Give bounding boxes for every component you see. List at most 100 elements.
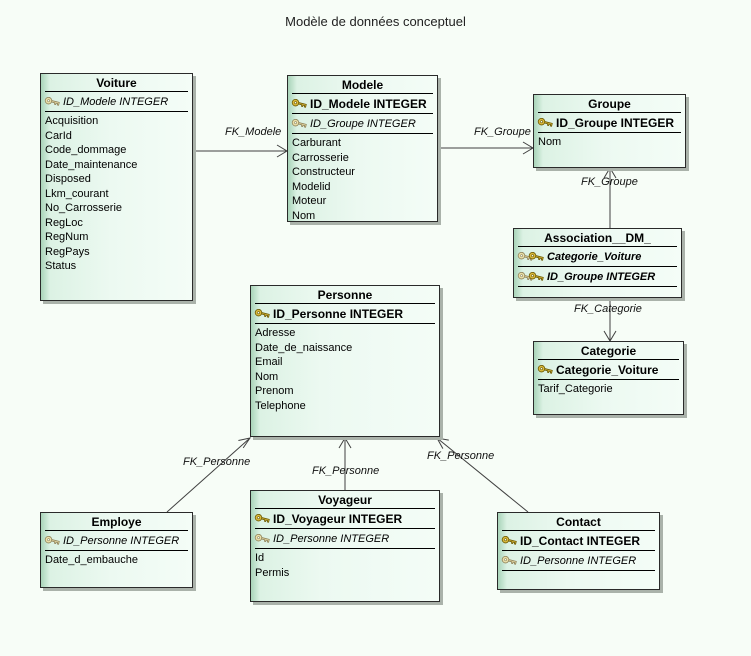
entity-contact[interactable]: Contact ID_Contact INTEGER ID_Personne I… [497,512,660,590]
key-row: ID_Groupe INTEGER [514,267,681,286]
attribute: Telephone [255,399,306,412]
attribute: CarId [45,129,72,142]
attribute: Permis [255,566,290,579]
key-row: ID_Modele INTEGER [288,94,437,113]
attribute: Date_de_naissance [255,341,353,354]
key-row: ID_Personne INTEGER [251,529,439,548]
entity-employe[interactable]: Employe ID_Personne INTEGER Date_d_embau… [40,512,193,588]
relation-label-fk-personne-3: FK_Personne [427,450,495,462]
key-label: ID_Groupe INTEGER [547,270,656,283]
foreign-key-icon [501,555,517,565]
attribute: RegLoc [45,216,83,229]
divider [255,508,435,509]
relation-line-fk-groupe-association[interactable] [603,167,617,228]
attribute: Code_dommage [45,144,127,156]
primary-key-icon [291,98,307,108]
primary-key-icon [501,535,517,545]
divider [538,359,679,360]
key-label: ID_Groupe INTEGER [310,117,416,130]
entity-association-dm[interactable]: Association__DM_ Categorie_Voiture ID_Gr… [513,228,682,298]
divider [518,266,677,267]
attribute: RegPays [45,245,90,258]
entity-employe-name: Employe [91,515,142,529]
primary-key-icon [254,513,270,523]
foreign-key-icon [517,251,533,261]
divider [538,379,679,380]
relation-label-fk-categorie: FK_Categorie [574,303,642,315]
key-label: ID_Contact INTEGER [520,533,641,548]
foreign-key-icon [291,118,307,128]
entity-personne[interactable]: Personne ID_Personne INTEGER Adresse Dat… [250,285,440,437]
foreign-key-icon [254,533,270,543]
key-row: ID_Modele INTEGER [41,92,192,111]
entity-voyageur-name: Voyageur [318,493,372,507]
relation-label-fk-modele: FK_Modele [225,126,282,138]
entity-voiture-name: Voiture [96,76,137,90]
divider [255,548,435,549]
primary-key-icon [254,308,270,318]
divider [292,133,433,134]
key-label: ID_Modele INTEGER [63,95,169,108]
key-label: ID_Groupe INTEGER [556,115,675,130]
attribute: Moteur [292,195,327,207]
divider [518,286,677,287]
divider [538,112,681,113]
attribute: Carrosserie [292,151,349,164]
attribute: Nom [292,209,316,222]
entity-groupe-name: Groupe [588,97,631,111]
attribute: Id [255,552,265,564]
attribute-list: Tarif_Categorie [534,380,683,397]
relation-line-fk-groupe-modele[interactable] [438,141,534,155]
divider [255,528,435,529]
relation-label-fk-personne-2: FK_Personne [312,465,380,477]
key-row: ID_Personne INTEGER [498,551,659,570]
key-row: ID_Personne INTEGER [41,531,192,550]
relation-line-fk-personne-voyageur[interactable] [338,437,352,490]
entity-voiture[interactable]: Voiture ID_Modele INTEGER Acquisition Ca… [40,73,193,301]
primary-key-icon [528,251,544,261]
diagram-title: Modèle de données conceptuel [285,14,466,29]
key-row: ID_Voyageur INTEGER [251,509,439,528]
foreign-key-icon [44,96,60,106]
divider [518,246,677,247]
relation-line-fk-personne-employe[interactable] [166,437,252,513]
attribute: Modelid [292,180,331,193]
attribute: Prenom [255,385,294,397]
attribute: Adresse [255,327,296,339]
attribute-list: Acquisition CarId Code_dommage Date_main… [41,112,192,274]
key-label: ID_Personne INTEGER [273,306,404,321]
key-row: Categorie_Voiture [534,360,683,379]
attribute-list: Carburant Carrosserie Constructeur Model… [288,134,437,222]
relation-line-fk-modele[interactable] [193,144,288,158]
key-label: ID_Personne INTEGER [273,532,390,545]
primary-key-icon [537,364,553,374]
divider [45,111,188,112]
attribute-list: Id Permis [251,549,439,580]
attribute: Constructeur [292,166,355,178]
entity-categorie[interactable]: Categorie Categorie_Voiture Tarif_Catego… [533,341,684,415]
key-label: ID_Personne INTEGER [520,554,637,567]
divider [292,93,433,94]
entity-modele[interactable]: Modele ID_Modele INTEGER ID_Groupe INTEG… [287,75,438,222]
attribute: Disposed [45,173,91,185]
divider [45,530,188,531]
entity-voyageur[interactable]: Voyageur ID_Voyageur INTEGER ID_Personne… [250,490,440,602]
relation-line-fk-personne-contact[interactable] [436,437,529,513]
key-label: ID_Modele INTEGER [310,96,427,111]
attribute: Tarif_Categorie [538,383,613,395]
attribute: RegNum [45,231,89,243]
entity-modele-name: Modele [341,78,384,92]
foreign-key-icon [44,535,60,545]
divider [502,550,655,551]
key-label: ID_Personne INTEGER [63,534,180,547]
key-label: Categorie_Voiture [556,362,659,377]
entity-contact-name: Contact [556,515,601,529]
primary-key-icon [528,271,544,281]
attribute: Email [255,356,283,368]
attribute: Lkm_courant [45,187,109,200]
key-row: ID_Groupe INTEGER [288,114,437,133]
foreign-key-icon [517,271,533,281]
divider [292,113,433,114]
entity-groupe[interactable]: Groupe ID_Groupe INTEGER Nom [533,94,686,168]
